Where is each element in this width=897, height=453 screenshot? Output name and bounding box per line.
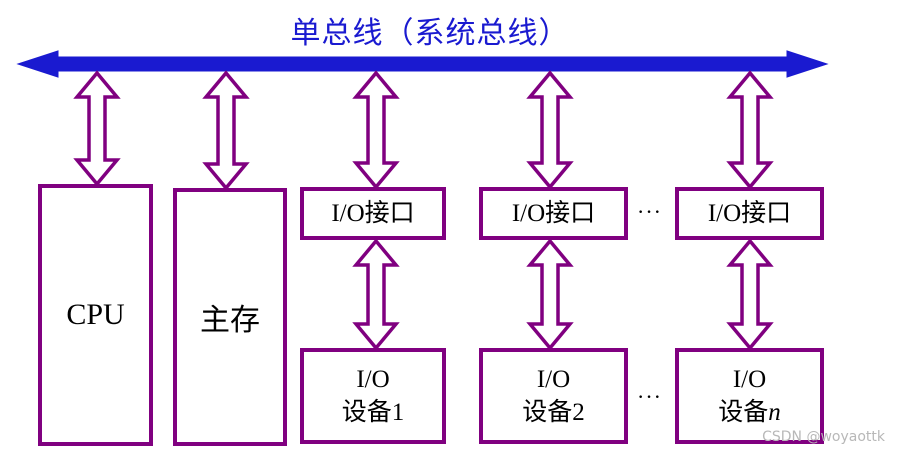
io-interface-n-label: I/O接口	[707, 200, 792, 227]
io-interface-2-label: I/O接口	[511, 200, 596, 227]
memory-bus-arrow	[202, 70, 250, 191]
bus-title: 单总线（系统总线）	[290, 16, 570, 51]
ellipsis-interfaces: ···	[637, 199, 662, 224]
memory-box: 主存	[173, 188, 287, 446]
io-2-device-arrow	[526, 238, 574, 351]
io-interface-n-bus-arrow	[726, 70, 774, 190]
system-bus-arrow	[16, 50, 829, 78]
cpu-bus-arrow	[73, 70, 121, 187]
io-n-device-arrow	[726, 238, 774, 351]
cpu-box: CPU	[38, 184, 153, 446]
io-device-2-line1: I/O	[536, 366, 571, 393]
io-interface-1-bus-arrow	[352, 70, 400, 190]
cpu-label: CPU	[66, 298, 125, 331]
io-interface-2-bus-arrow	[526, 70, 574, 190]
io-interface-1: I/O接口	[300, 187, 446, 240]
io-device-n-line2: 设备n	[718, 399, 781, 426]
connector-arrows	[73, 70, 774, 351]
io-device-1: I/O 设备1	[300, 348, 446, 444]
io-device-1-line1: I/O	[356, 366, 390, 393]
io-device-2-line2: 设备2	[522, 399, 585, 426]
io-device-n: I/O 设备n	[675, 348, 824, 444]
io-interface-1-label: I/O接口	[331, 200, 415, 227]
io-1-device-arrow	[352, 238, 400, 351]
io-interface-2: I/O接口	[479, 187, 628, 240]
io-device-n-line1: I/O	[732, 366, 767, 393]
watermark: CSDN @woyaottk	[762, 429, 885, 445]
ellipsis-devices: ···	[637, 384, 662, 409]
memory-label: 主存	[200, 304, 260, 337]
io-device-1-line2: 设备1	[341, 399, 405, 426]
io-interface-n: I/O接口	[675, 187, 824, 240]
io-device-2: I/O 设备2	[479, 348, 628, 444]
